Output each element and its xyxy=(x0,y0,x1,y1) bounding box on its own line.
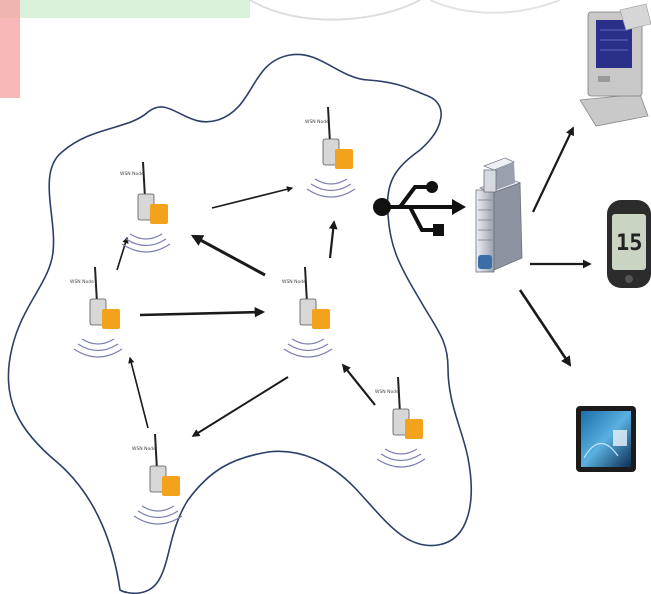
battery-module xyxy=(335,149,353,169)
computer-icon xyxy=(579,3,651,127)
battery-module xyxy=(162,476,180,496)
node-arrows xyxy=(116,186,376,437)
banner-fragment xyxy=(0,0,250,18)
sensor-node-label: WSN Node xyxy=(70,279,94,285)
arrow-right-to-mid xyxy=(341,363,376,406)
banner-swoosh-2 xyxy=(429,0,561,14)
arrow-to-computer xyxy=(532,126,574,213)
arrow-to-tablet xyxy=(518,289,572,367)
signal-wave-icon xyxy=(306,178,356,198)
arrow-bottom-to-left xyxy=(128,356,149,429)
sensor-node-group: WSN Node WSN Node WSN Node WSN Node xyxy=(70,106,426,525)
antenna-icon xyxy=(304,266,308,304)
handheld-display-text: 15 xyxy=(616,231,643,256)
battery-module xyxy=(102,309,120,329)
sensor-node: WSN Node xyxy=(375,376,426,468)
client-arrows xyxy=(518,126,592,367)
signal-wave-icon xyxy=(133,505,183,525)
sensor-node: WSN Node xyxy=(305,106,356,198)
arrow-mid-to-a xyxy=(190,234,266,277)
sensor-node-label: WSN Node xyxy=(120,171,144,177)
usb-icon xyxy=(373,181,466,236)
signal-wave-icon xyxy=(73,338,123,358)
sensor-node-label: WSN Node xyxy=(282,279,306,285)
antenna-icon xyxy=(154,433,158,471)
arrow-mid-to-bottom xyxy=(191,376,289,437)
server-icon xyxy=(475,157,523,273)
arrow-mid-to-top xyxy=(328,220,338,259)
antenna-icon xyxy=(397,376,401,414)
battery-module xyxy=(405,419,423,439)
sensor-node: WSN Node xyxy=(70,266,123,358)
antenna-icon xyxy=(142,161,146,199)
arrow-left-to-a xyxy=(116,236,129,271)
handheld-icon: 15 xyxy=(607,200,651,288)
antenna-icon xyxy=(94,266,98,304)
network-boundary xyxy=(7,53,472,594)
battery-module xyxy=(150,204,168,224)
sensor-node-label: WSN Node xyxy=(132,446,156,452)
sensor-node: WSN Node xyxy=(132,433,183,525)
antenna-icon xyxy=(327,106,331,144)
sensor-node-label: WSN Node xyxy=(375,389,399,395)
arrow-left-to-mid xyxy=(139,307,266,318)
sensor-node: WSN Node xyxy=(282,266,333,358)
signal-wave-icon xyxy=(121,233,171,253)
sensor-node: WSN Node xyxy=(120,161,171,253)
signal-wave-icon xyxy=(376,448,426,468)
tablet-icon xyxy=(576,406,636,472)
arrow-a-to-top xyxy=(211,186,294,209)
banner-red-accent xyxy=(0,0,20,98)
signal-wave-icon xyxy=(283,338,333,358)
sensor-node-label: WSN Node xyxy=(305,119,329,125)
battery-module xyxy=(312,309,330,329)
banner-swoosh xyxy=(249,0,421,21)
